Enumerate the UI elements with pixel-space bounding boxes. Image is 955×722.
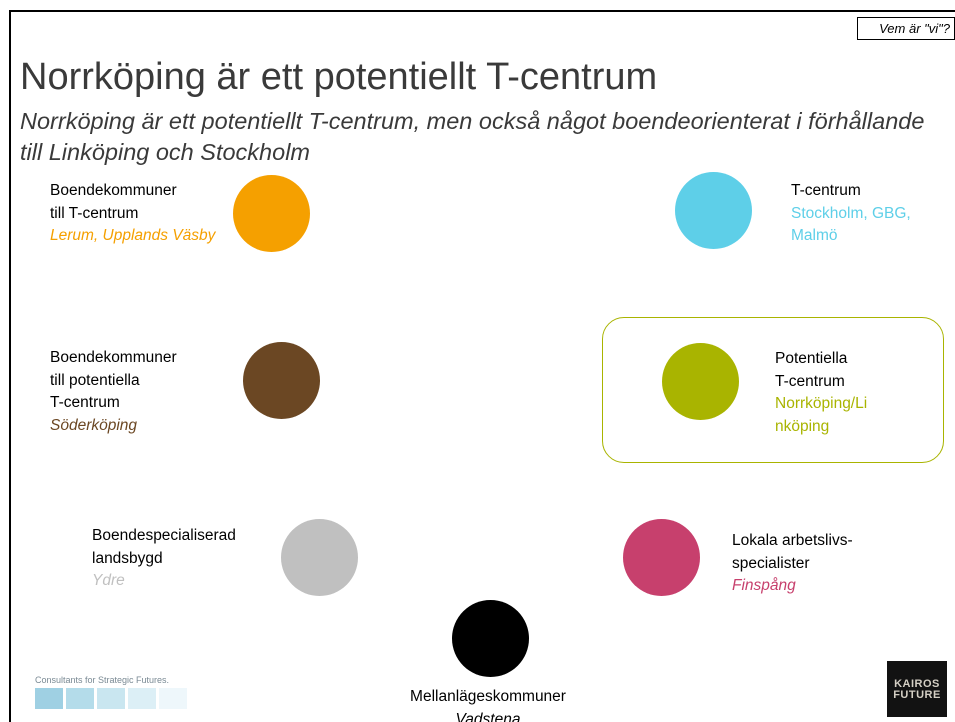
label-potentiella-t-centrum: Potentiella T-centrum Norrköping/Li nköp… [775,350,868,435]
slide-subtitle: Norrköping är ett potentiellt T-centrum,… [20,108,925,165]
circle-mellanlageskommuner [452,600,529,677]
label-t-centrum: T-centrum Stockholm, GBG, Malmö [791,182,911,244]
footer-swatch [66,688,94,709]
label-mellanlageskommuner: Mellanlägeskommuner Vadstena [410,688,566,722]
highlight-box [602,317,944,463]
circle-boendekommuner-potentiella [243,342,320,419]
circle-lokala-arbetslivsspecialister [623,519,700,596]
label-boendespecialiserad-landsbygd: Boendespecialiserad landsbygd Ydre [92,527,236,589]
footer-swatch [97,688,125,709]
footer-swatch [159,688,187,709]
slide-title: Norrköping är ett potentiellt T-centrum [20,56,658,98]
circle-potentiella-t-centrum [662,343,739,420]
circle-boendekommuner-t-centrum [233,175,310,252]
slide-border [9,10,955,722]
circle-boendespecialiserad-landsbygd [281,519,358,596]
kairos-future-logo: KAIROS FUTURE [887,661,947,717]
label-boendekommuner-potentiella: Boendekommuner till potentiella T-centru… [50,349,177,434]
label-boendekommuner-t-centrum: Boendekommuner till T-centrum Lerum, Upp… [50,182,216,244]
footer-swatches [35,688,187,709]
section-tag: Vem är "vi"? [857,17,955,40]
circle-t-centrum [675,172,752,249]
footer-swatch [128,688,156,709]
label-lokala-arbetslivsspecialister: Lokala arbetslivs- specialister Finspång [732,532,853,594]
footer-tagline: Consultants for Strategic Futures. [35,675,170,685]
footer-swatch [35,688,63,709]
